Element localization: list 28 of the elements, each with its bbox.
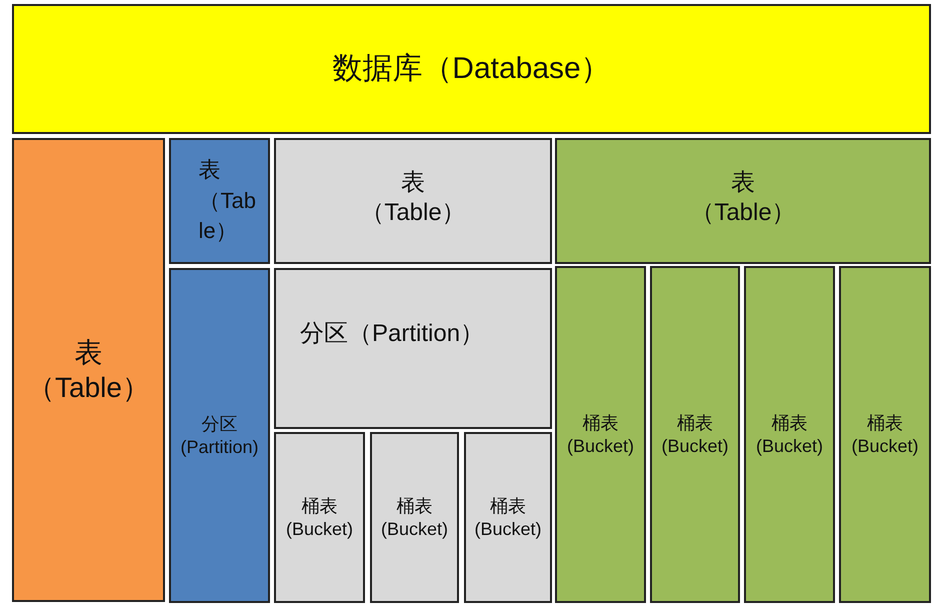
label-text: 表（Table） (360, 168, 466, 228)
label-text: 表（Table） (27, 336, 150, 405)
bucket-box (464, 432, 552, 603)
label-text: 桶表(Bucket) (380, 495, 448, 540)
label-text: 桶表(Bucket) (566, 412, 634, 457)
partition-box (169, 268, 270, 603)
label-text: 桶表(Bucket) (851, 412, 919, 457)
label-text: 桶表(Bucket) (661, 412, 729, 457)
bucket-box (744, 266, 835, 603)
bucket-box (370, 432, 459, 603)
bucket-box (650, 266, 740, 603)
label-text: 桶表(Bucket) (756, 412, 824, 457)
table-box (169, 138, 270, 264)
bucket-box (839, 266, 931, 603)
bucket-box (555, 266, 646, 603)
label-text: 表（Table） (690, 168, 796, 228)
database-box (12, 4, 931, 134)
table-box (274, 138, 552, 264)
table-box (555, 138, 931, 264)
label-text: 桶表(Bucket) (474, 495, 542, 540)
label-text: 分区(Partition) (180, 413, 259, 458)
label-text: 表（Table） (198, 156, 257, 246)
label-text: 数据库（Database） (332, 51, 611, 88)
label-text: 分区（Partition） (300, 318, 484, 348)
bucket-box (274, 432, 365, 603)
label-text: 桶表(Bucket) (286, 495, 354, 540)
table-box (12, 138, 165, 602)
partition-box (274, 268, 552, 429)
